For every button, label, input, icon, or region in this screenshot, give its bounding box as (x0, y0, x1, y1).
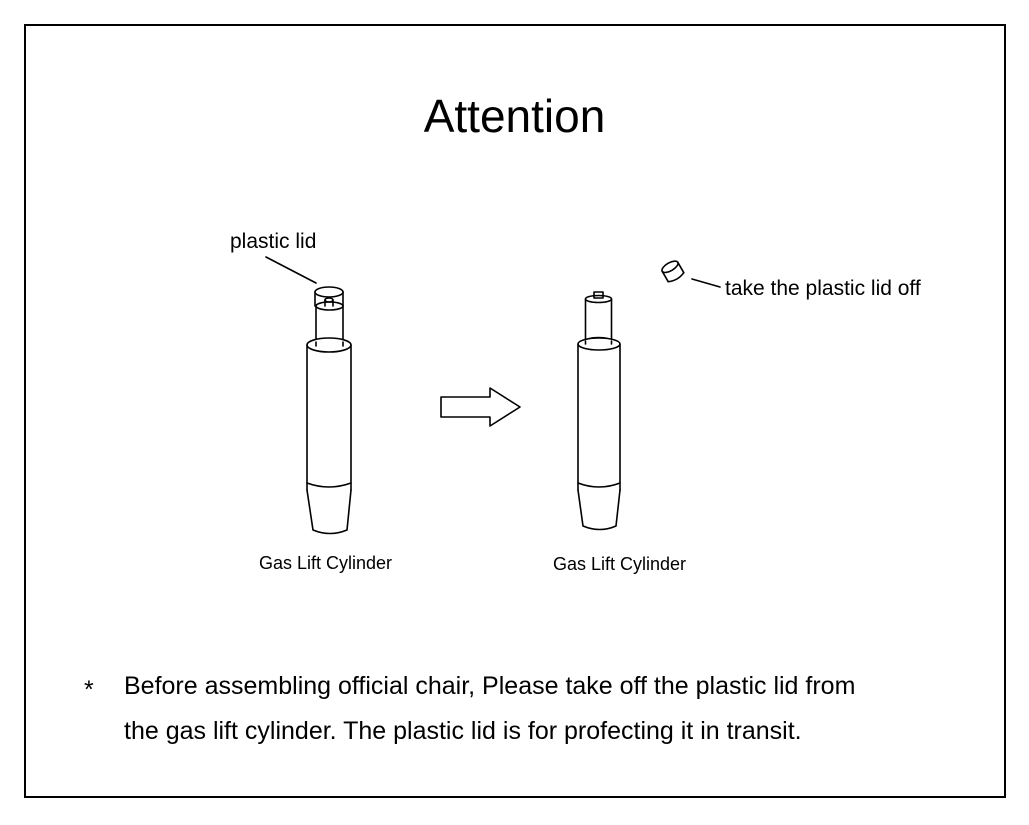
note-bullet: * (84, 676, 94, 704)
plastic-lid-label: plastic lid (230, 230, 317, 253)
cylinder-with-lid (306, 286, 352, 535)
note-line-2: the gas lift cylinder. The plastic lid i… (124, 717, 802, 745)
cylinder-body (306, 344, 352, 491)
plastic-lid (314, 291, 344, 307)
right-arrow-icon (440, 387, 521, 427)
note-text: Before assembling official chair, Please… (124, 664, 984, 754)
removed-plastic-lid-icon (661, 260, 685, 283)
cylinder-without-lid (577, 291, 621, 531)
diagram-border (24, 24, 1006, 798)
plastic-lid-leader (265, 256, 317, 284)
caption-before: Gas Lift Cylinder (259, 553, 393, 573)
cylinder-base (306, 489, 352, 535)
take-lid-off-leader (691, 278, 721, 288)
page-title: Attention (423, 90, 606, 142)
caption-after: Gas Lift Cylinder (553, 554, 687, 574)
note-line-1: Before assembling official chair, Please… (124, 672, 856, 700)
take-lid-off-label: take the plastic lid off (725, 277, 921, 300)
piston-rod (315, 305, 344, 343)
